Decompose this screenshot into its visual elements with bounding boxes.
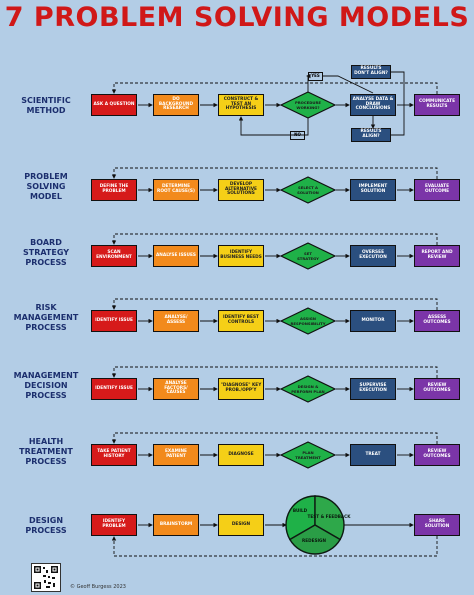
process-step-box: ANALYSE ISSUES	[153, 245, 199, 267]
process-step-box: DEVELOP ALTERNATIVE SOLUTIONS	[218, 179, 264, 201]
diamond-label: SELECT A	[298, 185, 318, 190]
process-step-box: BRAINSTORM	[153, 514, 199, 536]
process-step-box: IDENTIFY PROBLEM	[91, 514, 137, 536]
results-dont-align-box: RESULTS DON'T ALIGN?	[351, 65, 391, 79]
process-step-box: DEFINE THE PROBLEM	[91, 179, 137, 201]
process-step-box: IDENTIFY ISSUE	[91, 378, 137, 400]
diamond-label: DESIGN &	[298, 384, 320, 389]
process-step-box: SUPERVISE EXECUTION	[350, 378, 396, 400]
results-align-box: RESULTS ALIGN?	[351, 128, 391, 142]
diamond-label: RESPONSIBILITY	[290, 321, 325, 326]
process-step-box: DETERMINE ROOT CAUSE(S)	[153, 179, 199, 201]
process-step-box: DESIGN	[218, 514, 264, 536]
diamond-label: PROCEDURE	[295, 100, 321, 105]
process-step-box: ANALYSE/ ASSESS	[153, 310, 199, 332]
decision-diamond: DESIGN &PERFORM PLAN	[279, 375, 337, 403]
process-step-box: ANALYSE FACTORS/ CAUSES	[153, 378, 199, 400]
process-step-box: TREAT	[350, 444, 396, 466]
process-step-box: DO BACKGROUND RESEARCH	[153, 94, 199, 116]
process-step-box: REPORT AND REVIEW	[414, 245, 460, 267]
process-step-box: IDENTIFY BUSINESS NEEDS	[218, 245, 264, 267]
process-step-box: ASK A QUESTION	[91, 94, 137, 116]
process-step-box: IMPLEMENT SOLUTION	[350, 179, 396, 201]
qr-code-icon	[31, 563, 61, 592]
diamond-label: SET	[304, 251, 312, 256]
diamond-label: SOLUTION	[297, 190, 319, 195]
diamond-label: WORKING?	[296, 105, 319, 110]
process-step-box: COMMUNICATE RESULTS	[414, 94, 460, 116]
process-step-box: TAKE PATIENT HISTORY	[91, 444, 137, 466]
diamond-label: STRATEGY	[297, 256, 319, 261]
process-step-box: REVIEW OUTCOMES	[414, 378, 460, 400]
process-step-box: DIAGNOSE	[218, 444, 264, 466]
copyright-footer: © Geoff Burgess 2023	[70, 584, 126, 590]
cycle-label: BUILD	[293, 508, 308, 513]
process-step-box: REVIEW OUTCOMES	[414, 444, 460, 466]
diamond-label: TREATMENT	[295, 455, 321, 460]
process-step-box: ANALYSE DATA & DRAW CONCLUSIONS	[350, 94, 396, 116]
process-step-box: MONITOR	[350, 310, 396, 332]
process-step-box: ASSESS OUTCOMES	[414, 310, 460, 332]
diamond-label: PLAN	[302, 450, 313, 455]
process-step-box: SCAN ENVIRONMENT	[91, 245, 137, 267]
process-step-box: SHARE SOLUTION	[414, 514, 460, 536]
process-step-box: EXAMINE PATIENT	[153, 444, 199, 466]
cycle-label: TEST & FEEDBACK	[308, 514, 352, 519]
process-step-box: IDENTIFY ISSUE	[91, 310, 137, 332]
diamond-label: ASSIGN	[300, 316, 316, 321]
process-step-box: "DIAGNOSE" KEY PROB./OPP'Y	[218, 378, 264, 400]
process-step-box: IDENTIFY BEST CONTROLS	[218, 310, 264, 332]
diamond-label: PERFORM PLAN	[291, 389, 324, 394]
process-step-box: CONSTRUCT & TEST AN HYPOTHESIS	[218, 94, 264, 116]
process-step-box: EVALUATE OUTCOME	[414, 179, 460, 201]
cycle-redesign	[288, 524, 342, 555]
no-label: NO	[290, 130, 305, 140]
process-step-box: OVERSEE EXECUTION	[350, 245, 396, 267]
yes-label: YES	[308, 71, 323, 81]
cycle-label: REDESIGN	[302, 538, 326, 543]
page-title: 7 PROBLEM SOLVING MODELS	[4, 2, 470, 33]
